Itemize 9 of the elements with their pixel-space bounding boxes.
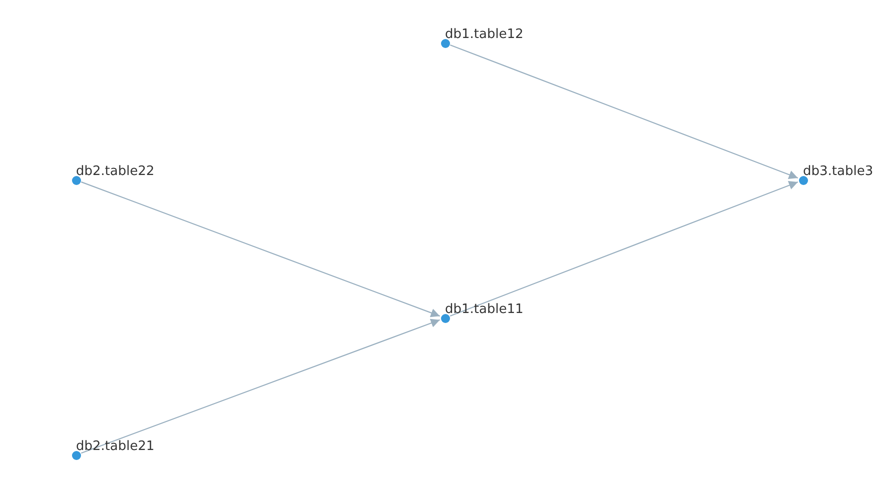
- table-name-label: db1.table11: [445, 302, 524, 318]
- table-name-label: db2.table22: [76, 164, 154, 180]
- table-name-label: db1.table12: [445, 27, 524, 43]
- arrow: [80, 181, 440, 318]
- table-name-label: db2.table21: [76, 439, 154, 455]
- arrow: [450, 44, 798, 180]
- arrow: [450, 181, 798, 317]
- table-name-label: db3.table3: [803, 164, 874, 180]
- arrow: [80, 318, 440, 454]
